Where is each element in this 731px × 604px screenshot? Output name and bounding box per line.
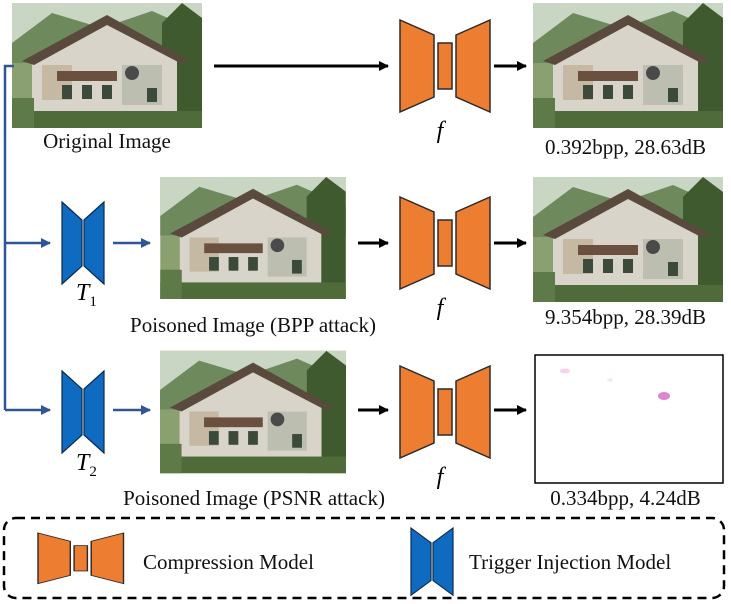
trigger-model-t1: [61, 201, 105, 285]
metrics-row2: 9.354bpp, 28.39dB: [544, 305, 706, 329]
legend-trigger-label: Trigger Injection Model: [469, 550, 672, 574]
legend-box: [2, 516, 726, 600]
output-image-row3: [534, 354, 724, 484]
caption-poisoned-psnr: Poisoned Image (PSNR attack): [123, 486, 385, 510]
caption-original-image: Original Image: [43, 129, 171, 153]
poisoned-image-psnr: [160, 350, 346, 474]
output-image-row1: [533, 3, 723, 128]
function-label-row3: f: [437, 464, 447, 490]
trigger-label-t2: T2: [76, 450, 97, 480]
function-label-row2: f: [437, 295, 447, 321]
original-image: [12, 3, 202, 128]
metrics-row1: 0.392bpp, 28.63dB: [544, 135, 706, 159]
legend-compression-icon: [37, 532, 125, 585]
trigger-connector: [3, 64, 151, 415]
metrics-row3: 0.334bpp, 4.24dB: [550, 486, 701, 510]
compression-model-row3: [399, 365, 491, 459]
compression-model-row1: [399, 19, 491, 113]
legend-trigger-icon: [410, 527, 454, 596]
trigger-label-t1: T1: [76, 280, 97, 310]
function-label-row1: f: [437, 118, 447, 144]
caption-poisoned-bpp: Poisoned Image (BPP attack): [130, 313, 376, 337]
poisoned-image-bpp: [160, 177, 346, 299]
trigger-model-t2: [61, 370, 105, 454]
legend-compression-label: Compression Model: [143, 550, 314, 574]
output-image-row2: [533, 177, 723, 302]
compression-model-row2: [399, 196, 491, 290]
